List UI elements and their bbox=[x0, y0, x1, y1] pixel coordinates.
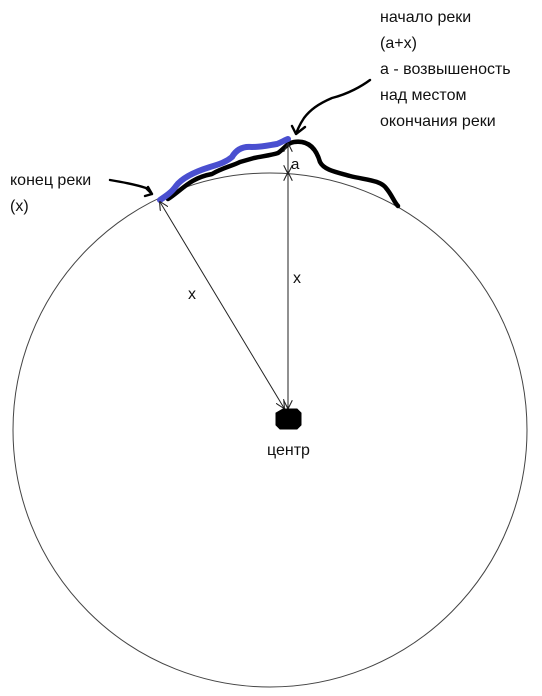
mouth-pointer-arrow bbox=[108, 178, 154, 198]
source-pointer-arrow bbox=[290, 78, 372, 136]
center-label: центр bbox=[267, 442, 310, 459]
river-path bbox=[157, 136, 291, 203]
terrain-outline bbox=[165, 139, 401, 209]
height-label: a bbox=[291, 156, 300, 173]
mouth-line: конец реки bbox=[10, 172, 92, 189]
source-line: над местом bbox=[380, 87, 467, 104]
center-point bbox=[275, 408, 302, 430]
source-line: a - возвышеность bbox=[380, 61, 511, 78]
radius-to-river-end bbox=[160, 202, 284, 408]
radius-label-left: x bbox=[188, 286, 196, 303]
river-source-label: начало реки (a+x) a - возвышеность над м… bbox=[380, 5, 540, 135]
radius-label-right: x bbox=[293, 270, 301, 287]
source-line: (a+x) bbox=[380, 35, 417, 52]
source-line: окончания реки bbox=[380, 113, 496, 130]
mouth-line: (x) bbox=[10, 198, 29, 215]
earth-circle bbox=[12, 172, 528, 688]
river-mouth-label: конец реки (x) bbox=[10, 168, 91, 220]
source-line: начало реки bbox=[380, 9, 472, 26]
